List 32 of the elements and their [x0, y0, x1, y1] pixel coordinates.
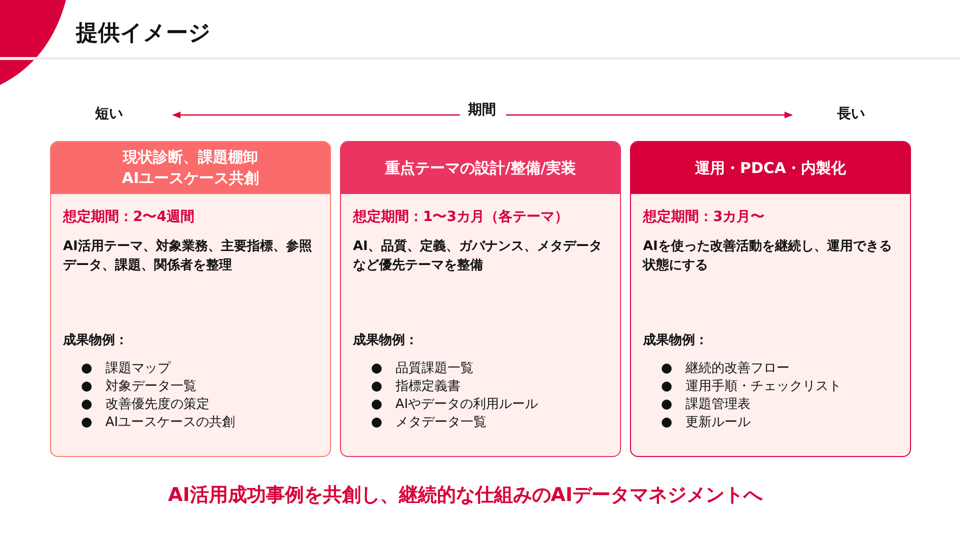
caption-text: AI活用成功事例を共創し、継続的な仕組みのAIデータマネジメントへ	[168, 483, 763, 508]
list-item: ● 課題管理表	[661, 396, 750, 414]
timeline-label: 短い	[95, 105, 123, 123]
header-text: 重点テーマの設計/整備/実装	[385, 158, 576, 178]
deliverables-heading: 成果物例：	[643, 332, 708, 349]
list-item: ● メタデータ一覧	[371, 414, 486, 432]
period-text: 想定期間：1〜3カ月（各テーマ）	[353, 208, 568, 226]
list-item: ● AIユースケースの共創	[81, 414, 236, 432]
header-text: 現状診断、課題棚卸 AIユースケース共創	[120, 147, 260, 189]
phase-card	[50, 141, 331, 457]
list-item: ● 継続的改善フロー	[661, 360, 790, 378]
list-item: ● 運用手順・チェックリスト	[661, 378, 842, 396]
list-item: ● 品質課題一覧	[371, 360, 474, 378]
deliverables-heading: 成果物例：	[353, 332, 418, 349]
deliverables-heading: 成果物例：	[63, 332, 128, 349]
list-item: ● 指標定義書	[371, 378, 460, 396]
list-item: ● 課題マップ	[81, 360, 170, 378]
header-text: 運用・PDCA・内製化	[694, 158, 846, 178]
period-text: 想定期間：3カ月〜	[643, 208, 765, 226]
timeline-label: 長い	[837, 105, 865, 123]
period-text: 想定期間：2〜4週間	[63, 208, 194, 226]
description-text: AI活用テーマ、対象業務、主要指標、参照データ、課題、関係者を整理	[63, 238, 313, 275]
phase-card	[340, 141, 621, 457]
list-item: ● 改善優先度の策定	[81, 396, 210, 414]
description-text: AIを使った改善活動を継続し、運用できる状態にする	[643, 238, 893, 275]
description-text: AI、品質、定義、ガバナンス、メタデータなど優先テーマを整備	[353, 238, 603, 275]
slide-title: 提供イメージ	[76, 20, 211, 48]
phase-card	[630, 141, 911, 457]
list-item: ● 更新ルール	[661, 414, 750, 432]
list-item: ● 対象データ一覧	[81, 378, 196, 396]
list-item: ● AIやデータの利用ルール	[371, 396, 538, 414]
timeline-label: 期間	[468, 101, 496, 119]
